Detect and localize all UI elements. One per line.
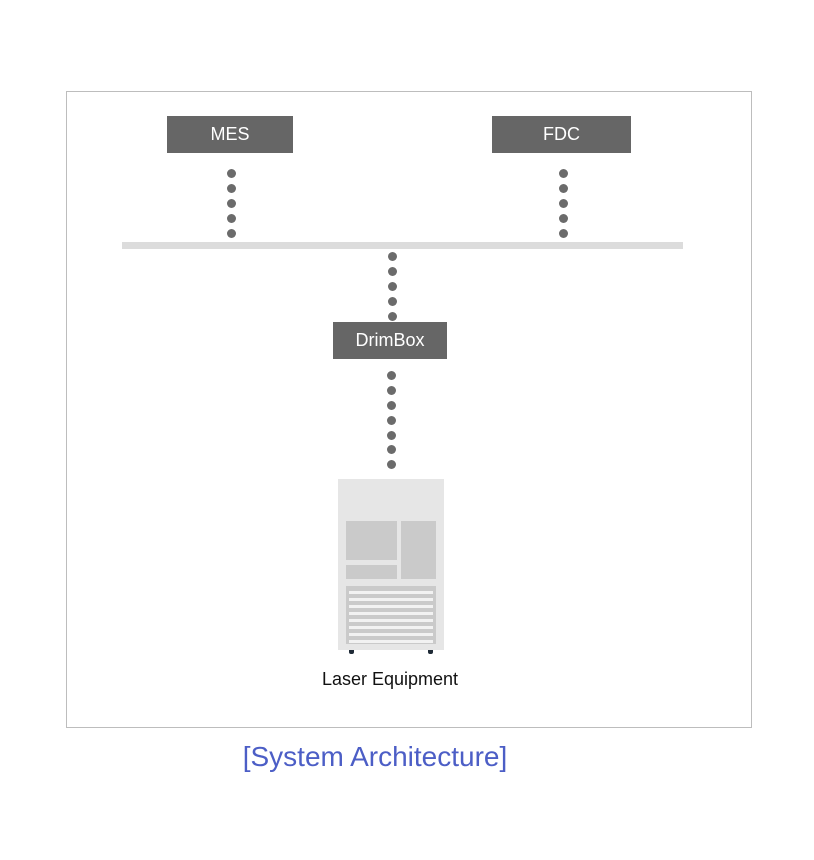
vent-slat (349, 591, 433, 594)
equipment-control-strip (346, 565, 397, 579)
mes-node: MES (167, 116, 293, 153)
network-bus-line (122, 242, 683, 249)
fdc-bus-dot (558, 213, 568, 223)
fdc-bus-dot (558, 198, 568, 208)
equipment-side-panel (401, 521, 436, 579)
vent-slat (349, 619, 433, 622)
mes-bus-dot (226, 183, 236, 193)
diagram-caption: [System Architecture] (242, 741, 508, 772)
bus-drimbox-dot (387, 251, 397, 261)
fdc-bus-dot (558, 168, 568, 178)
vent-slat (349, 598, 433, 601)
fdc-bus-dot (558, 228, 568, 238)
bus-drimbox-dot (387, 296, 397, 306)
equipment-foot-right (428, 650, 433, 654)
laser-equipment-icon (338, 479, 444, 650)
drimbox-equipment-dot (386, 400, 396, 410)
equipment-screen-panel (346, 521, 397, 560)
drimbox-equipment-dot (386, 415, 396, 425)
mes-bus-dot (226, 198, 236, 208)
drimbox-equipment-dot (386, 385, 396, 395)
vent-slat (349, 633, 433, 636)
vent-slat (349, 626, 433, 629)
drimbox-equipment-dot (386, 430, 396, 440)
equipment-vent-grille (346, 586, 436, 644)
equipment-foot-left (349, 650, 354, 654)
bus-drimbox-dot (387, 266, 397, 276)
bus-drimbox-dot (387, 311, 397, 321)
drimbox-equipment-dot (386, 459, 396, 469)
mes-bus-dot (226, 228, 236, 238)
drimbox-equipment-dot (386, 370, 396, 380)
equipment-label: Laser Equipment (321, 669, 459, 689)
mes-bus-dot (226, 168, 236, 178)
mes-bus-dot (226, 213, 236, 223)
fdc-bus-dot (558, 183, 568, 193)
vent-slat (349, 640, 433, 643)
vent-slat (349, 605, 433, 608)
bus-drimbox-dot (387, 281, 397, 291)
diagram-frame (66, 91, 752, 728)
vent-slat (349, 612, 433, 615)
fdc-node: FDC (492, 116, 631, 153)
drimbox-equipment-dot (386, 444, 396, 454)
drimbox-node: DrimBox (333, 322, 447, 359)
